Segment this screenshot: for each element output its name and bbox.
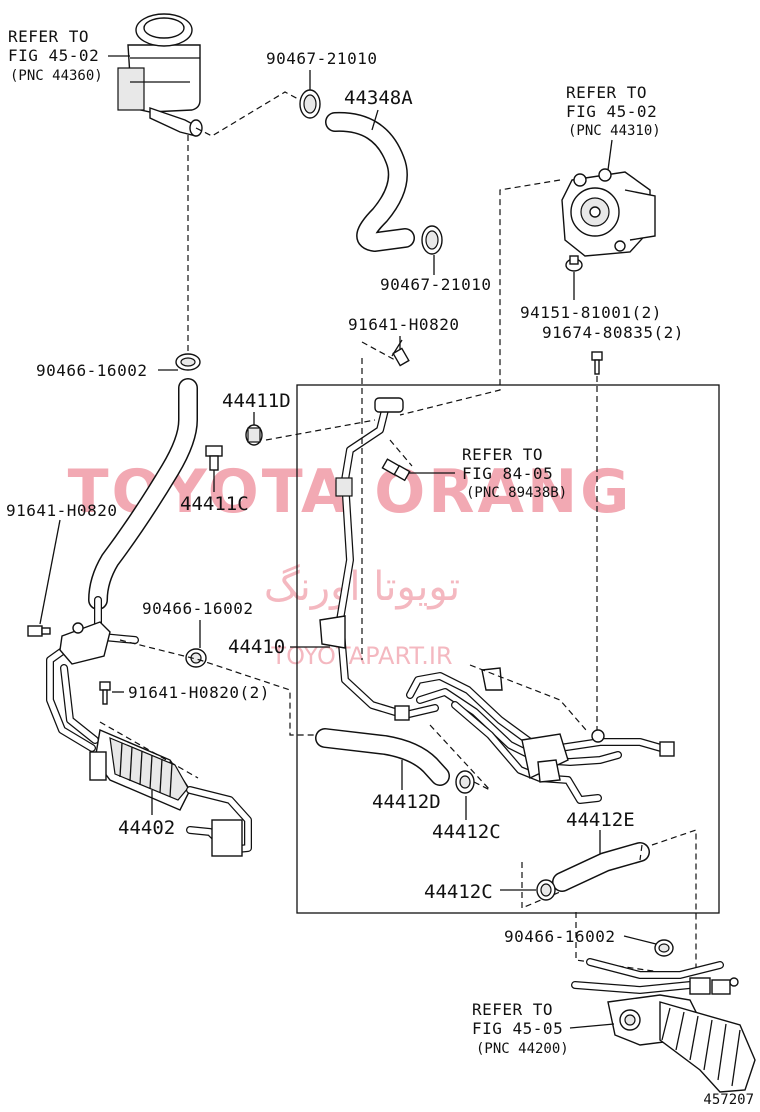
dash-91641-top [361, 341, 396, 361]
oil-cooler-44402-icon [46, 596, 252, 857]
return-tube-bundle-icon [406, 667, 675, 804]
part-44411D-icon [245, 424, 263, 446]
clamp-top-left-icon [299, 89, 321, 119]
label-bolt-91641-left: 91641-H0820 [6, 501, 117, 520]
ref-reservoir-line2: FIG 45-02 [8, 46, 99, 65]
ref-reservoir-line3: (PNC 44360) [10, 68, 103, 84]
leader-pump [607, 139, 613, 171]
dash-44412C-upper [473, 781, 491, 791]
ref-sensor-line3: (PNC 89438B) [466, 485, 567, 501]
label-44411D: 44411D [222, 390, 291, 412]
label-44410: 44410 [228, 636, 285, 658]
watermark-site: TOYOTAPART.IR [270, 642, 452, 670]
label-bolt-91674: 91674-80835(2) [542, 323, 684, 342]
label-clamp-90466-left: 90466-16002 [36, 361, 147, 380]
ref-pump-line1: REFER TO [566, 83, 647, 102]
clamp-44412C-upper-icon [455, 770, 475, 794]
ref-gear-line2: FIG 45-05 [472, 1019, 563, 1038]
ref-gear-line3: (PNC 44200) [476, 1041, 569, 1057]
label-44412E: 44412E [566, 809, 635, 831]
label-bolt-91641-top: 91641-H0820 [348, 315, 459, 334]
dash-44411D [265, 419, 376, 441]
ref-reservoir-line1: REFER TO [8, 27, 89, 46]
figure-number: 457207 [703, 1092, 754, 1108]
label-clamp-top-left: 90467-21010 [266, 49, 377, 68]
clamp-90466-mid-icon [185, 648, 207, 668]
dash-reservoir-hose [195, 91, 301, 137]
ref-sensor-line2: FIG 84-05 [462, 464, 553, 483]
dash-gear-right [651, 829, 697, 975]
label-44411C: 44411C [180, 493, 249, 515]
bolt-91641-pair-icon [99, 681, 111, 705]
reservoir-icon [117, 13, 203, 137]
ref-gear-line1: REFER TO [472, 1000, 553, 1019]
hose-44412D-icon [315, 728, 450, 786]
label-44412D: 44412D [372, 791, 441, 813]
leader-clamp-90466-bottom [623, 935, 657, 945]
ref-pump-line3: (PNC 44310) [568, 123, 661, 139]
clamp-90466-bottom-icon [654, 939, 674, 957]
dash-mid-clamp [119, 639, 320, 736]
leader-44348A [371, 109, 379, 131]
assembly-box [296, 384, 720, 914]
leader-91641-left [39, 519, 61, 625]
label-clamp-top-right: 90467-21010 [380, 275, 491, 294]
label-44412C-lower: 44412C [424, 881, 493, 903]
hose-44348A-icon [325, 111, 415, 252]
leader-gear [569, 1023, 615, 1029]
clamp-top-right-icon [421, 225, 443, 255]
label-clamp-90466-mid: 90466-16002 [142, 599, 253, 618]
hose-44412E-icon [552, 842, 650, 892]
dash-bundle-top [469, 664, 587, 731]
ref-sensor-line1: REFER TO [462, 445, 543, 464]
return-hose-icon [88, 378, 198, 610]
label-44412C-upper: 44412C [432, 821, 501, 843]
clamp-90466-left-icon [175, 353, 201, 371]
dash-sensor [389, 439, 413, 467]
bolt-91674-icon [591, 351, 603, 375]
label-clamp-90466-bottom: 90466-16002 [504, 927, 615, 946]
dash-44412E-right [639, 844, 643, 861]
label-bolt-94151: 94151-81001(2) [520, 303, 662, 322]
pump-icon [561, 168, 656, 257]
steering-gear-icon [571, 958, 756, 1093]
label-bolt-91641-pair: 91641-H0820(2) [128, 683, 270, 702]
clamp-44412C-lower-icon [536, 879, 556, 901]
bolt-91641-left-icon [27, 625, 51, 637]
dash-pump-pipe [399, 179, 561, 416]
part-44411C-icon [205, 445, 223, 471]
pressure-sensor-icon [381, 458, 411, 482]
dash-cooler [99, 721, 199, 779]
bolt-94151-icon [565, 255, 583, 272]
dash-gear-left [575, 912, 661, 973]
label-44348A: 44348A [344, 87, 413, 109]
ref-pump-line2: FIG 45-02 [566, 102, 657, 121]
pressure-pipe-44410-icon [319, 397, 439, 721]
label-44402: 44402 [118, 817, 175, 839]
dash-bundle-left [429, 724, 491, 791]
